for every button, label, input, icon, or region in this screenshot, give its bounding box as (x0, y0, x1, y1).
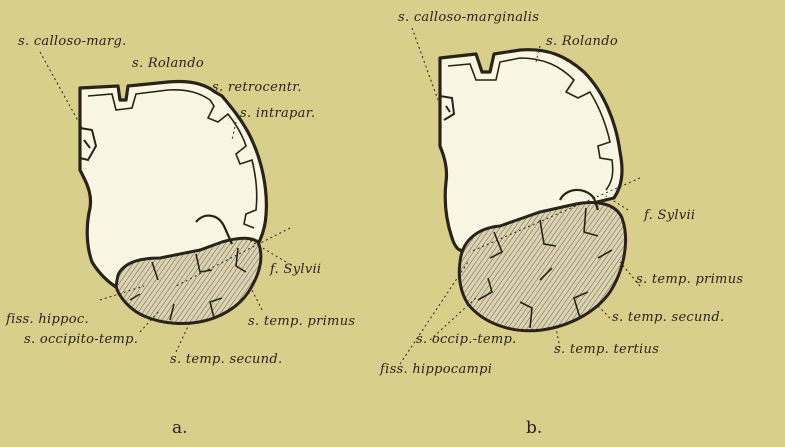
label-b-occip-temp: s. occip.-temp. (416, 332, 517, 347)
label-b-sylvii: f. Sylvii (644, 208, 695, 223)
label-b-temp-secund: s. temp. secund. (612, 310, 724, 325)
label-a-hippoc: fiss. hippoc. (6, 312, 89, 327)
label-a-retrocentr: s. retrocentr. (212, 80, 302, 95)
label-a-occipito-temp: s. occipito-temp. (24, 332, 138, 347)
caption-b: b. (526, 418, 542, 438)
label-a-temp-secund: s. temp. secund. (170, 352, 282, 367)
label-b-hippocampi: fiss. hippocampi (380, 362, 492, 377)
caption-a: a. (172, 418, 188, 438)
label-a-temp-primus: s. temp. primus (248, 314, 355, 329)
label-a-rolando: s. Rolando (132, 56, 204, 71)
label-b-temp-tertius: s. temp. tertius (554, 342, 659, 357)
label-b-rolando: s. Rolando (546, 34, 618, 49)
section-b (440, 50, 626, 331)
label-a-intrapar: s. intrapar. (240, 106, 315, 121)
section-a (80, 81, 266, 323)
label-a-calloso: s. calloso-marg. (18, 34, 127, 49)
label-a-sylvii: f. Sylvii (270, 262, 321, 277)
label-b-calloso: s. calloso-marginalis (398, 10, 539, 25)
label-b-temp-primus: s. temp. primus (636, 272, 743, 287)
